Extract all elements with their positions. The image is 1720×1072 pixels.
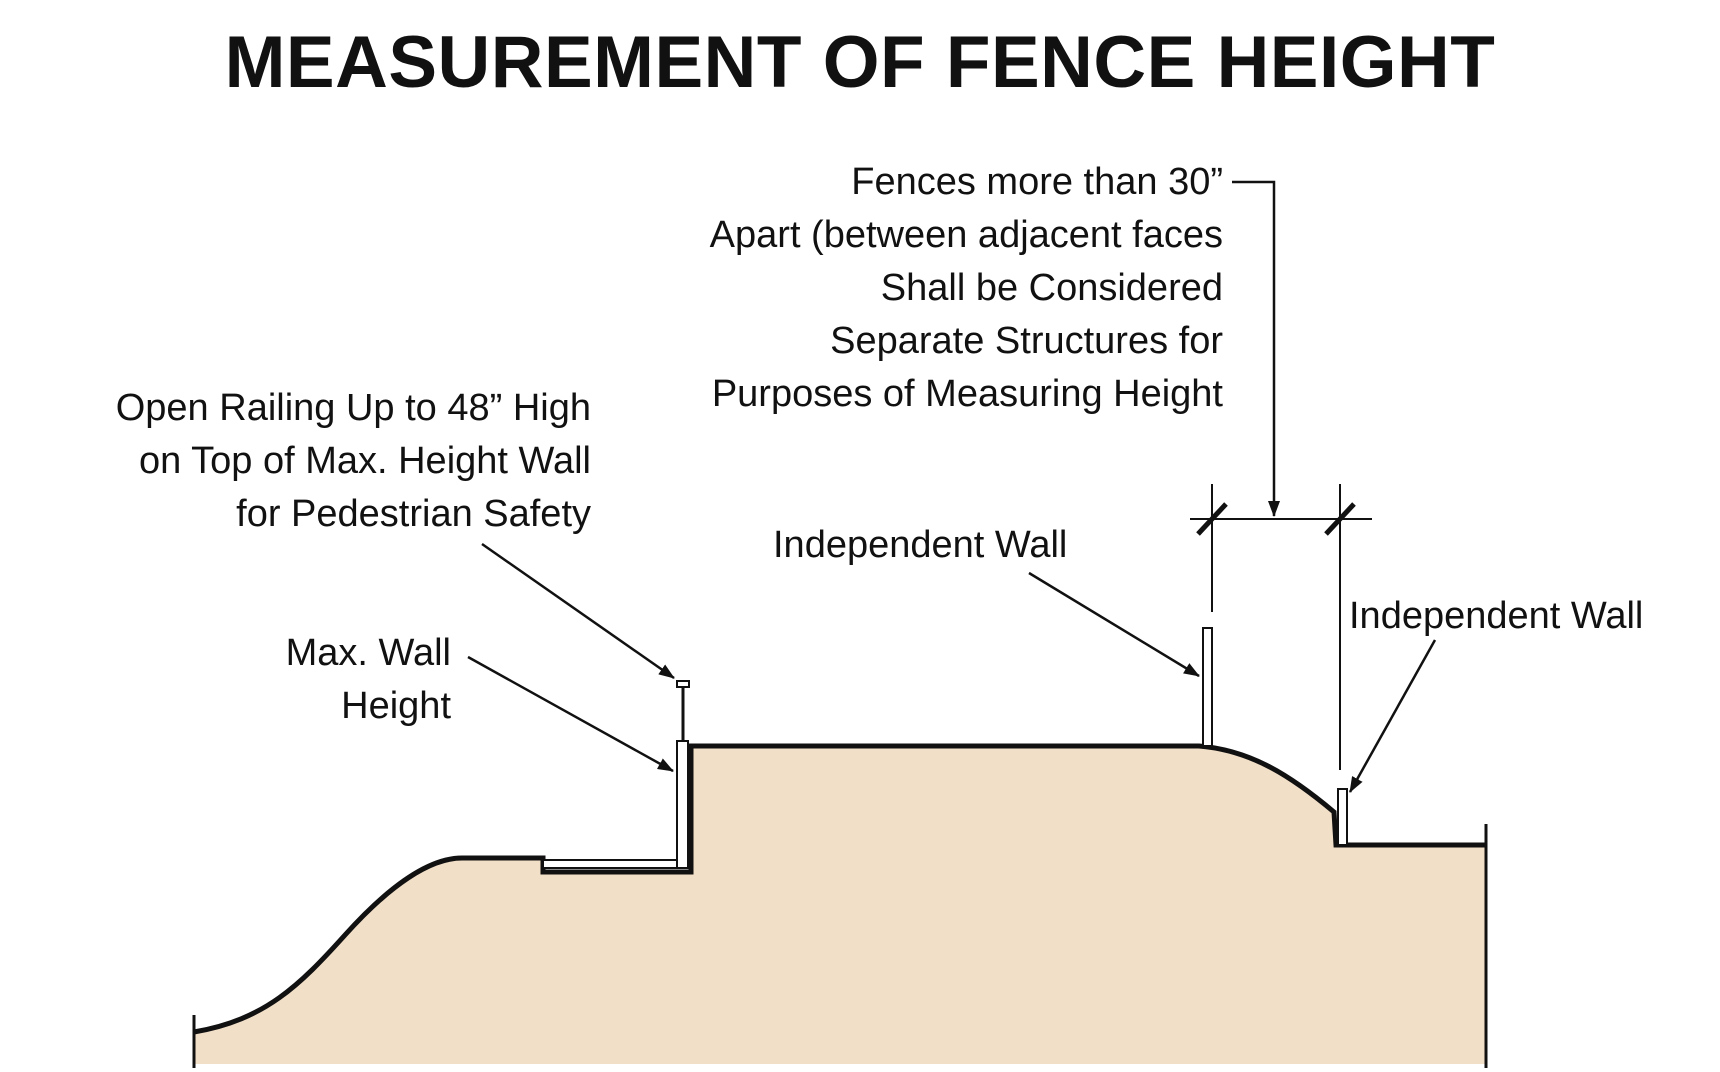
independent-wall-1-label: Independent Wall — [773, 524, 1068, 566]
open-railing-leader — [481, 542, 675, 680]
independent-wall-1 — [1202, 627, 1213, 747]
dimension-tick-right — [1324, 502, 1356, 536]
note-line: Open Railing Up to 48” High — [115, 387, 591, 429]
note-line: Height — [341, 685, 451, 727]
wall-footing — [542, 859, 684, 869]
max-wall-height-leader — [467, 655, 674, 773]
ground-profile-line — [193, 743, 1486, 1035]
note-line: on Top of Max. Height Wall — [139, 440, 591, 482]
diagram-title: MEASUREMENT OF FENCE HEIGHT — [224, 22, 1496, 103]
independent-wall-2-label: Independent Wall — [1349, 595, 1644, 637]
note-line: Shall be Considered — [880, 267, 1223, 309]
note-line: Max. Wall — [285, 632, 451, 674]
max-wall-height-note: Max. Wall Height — [286, 627, 451, 733]
fences-note-leader — [1232, 180, 1280, 517]
open-railing-note: Open Railing Up to 48” High on Top of Ma… — [116, 382, 591, 541]
note-line: for Pedestrian Safety — [236, 493, 591, 535]
note-line: Separate Structures for — [830, 320, 1223, 362]
dimension-tick-left — [1196, 502, 1228, 536]
note-line: Purposes of Measuring Height — [711, 373, 1223, 415]
independent-wall-1-leader — [1028, 571, 1200, 678]
note-line: Apart (between adjacent faces — [709, 214, 1223, 256]
note-line: Fences more than 30” — [851, 161, 1223, 203]
open-railing-cap — [676, 680, 690, 688]
max-height-wall — [676, 740, 689, 869]
independent-wall-2 — [1337, 788, 1348, 846]
fences-separation-note: Fences more than 30” Apart (between adja… — [710, 156, 1223, 421]
ground-section — [194, 746, 1486, 1064]
independent-wall-2-leader — [1348, 639, 1437, 793]
